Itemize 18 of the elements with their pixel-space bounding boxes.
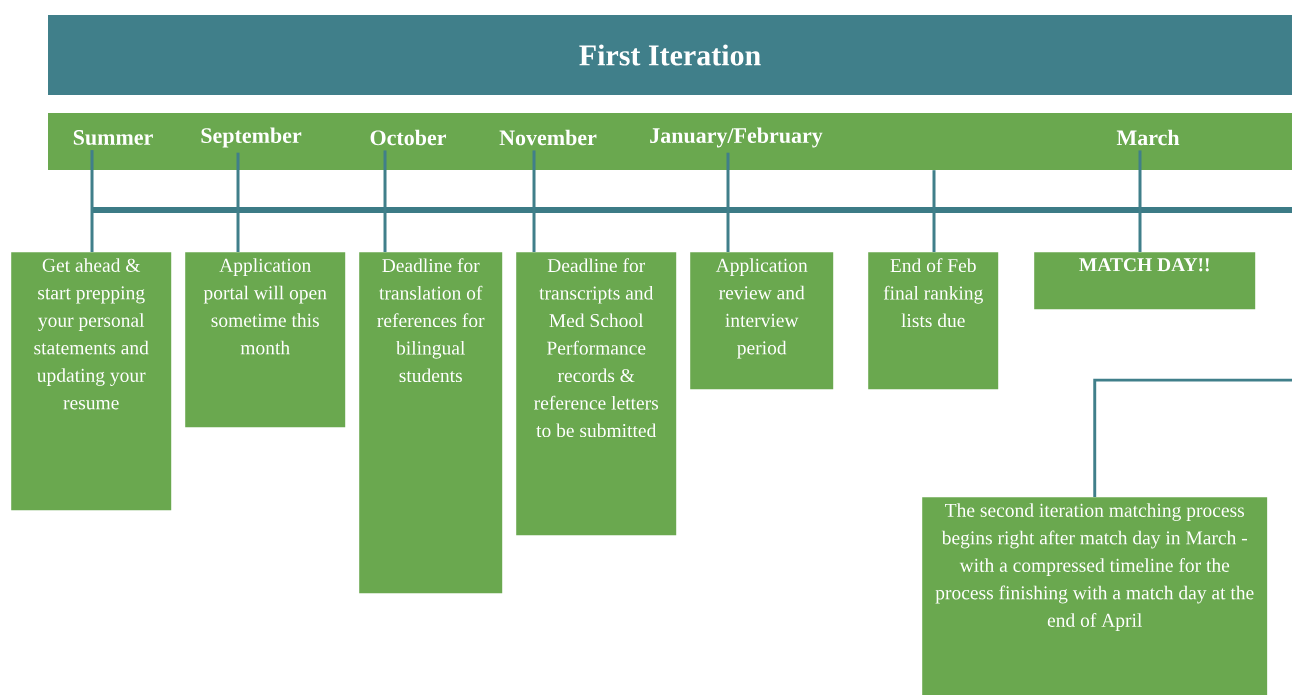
- event-box: Application review and interview period: [690, 252, 834, 390]
- month-label: October: [370, 129, 447, 146]
- month-label: March: [1116, 129, 1180, 146]
- event-box: Get ahead & start prepping your personal statements and updating your resume: [11, 252, 172, 511]
- month-label: Summer: [73, 130, 153, 145]
- connector-line: [932, 170, 936, 252]
- title-banner: First Iteration: [48, 15, 1292, 95]
- event-box: Application portal will open sometime this month: [185, 252, 346, 428]
- month-label: November: [499, 129, 597, 146]
- month-label: January/February: [650, 127, 823, 148]
- month-label: September: [201, 127, 302, 148]
- event-box: Deadline for transcripts and Med School Performance records & reference letters to be submitted: [516, 252, 677, 536]
- event-box: End of Feb final ranking lists due: [868, 252, 999, 390]
- month-band: [48, 113, 1292, 170]
- event-box: The second iteration matching process begins right after match day in March - with a compressed timeline for the process finishing with a match day at the end of April: [922, 497, 1268, 695]
- event-box: Deadline for translation of references for bilingual students: [359, 252, 503, 594]
- connector-line: [1093, 378, 1292, 497]
- event-box: MATCH DAY!!: [1034, 252, 1256, 310]
